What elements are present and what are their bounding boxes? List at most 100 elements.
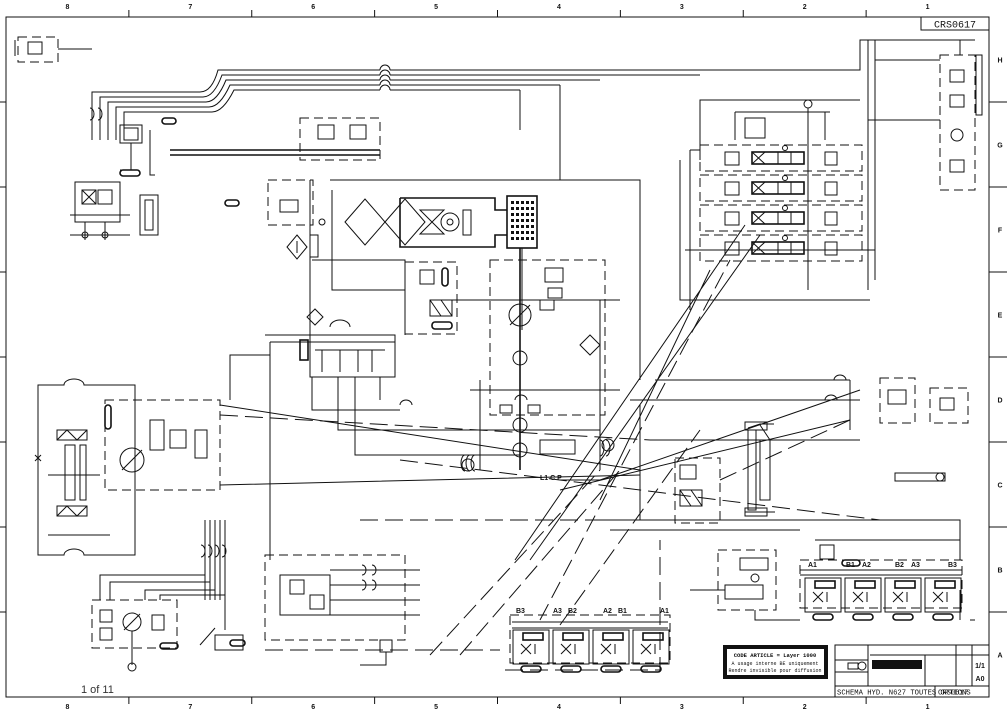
valve-section — [699, 174, 863, 202]
display-segment — [511, 225, 514, 228]
drawing-number-box: CRS0617 — [920, 16, 990, 32]
solenoid-label-box — [522, 632, 544, 641]
gauge-port — [782, 235, 788, 241]
column-label: 3 — [680, 4, 684, 11]
valve-section — [512, 629, 550, 665]
connector-tag — [892, 613, 914, 621]
valve-section — [699, 144, 863, 172]
solenoid-label-box — [934, 580, 956, 589]
display-segment — [526, 201, 529, 204]
display-segment — [521, 237, 524, 240]
display-segment — [511, 231, 514, 234]
valve-spool — [560, 643, 576, 655]
connector-tag — [812, 613, 834, 621]
row-label: D — [997, 398, 1002, 405]
check-valve — [724, 181, 740, 196]
column-label: 7 — [188, 704, 192, 711]
title-block: SCHEMA HYD. N627 TOUTES OPTIONS CRS0617 … — [834, 644, 990, 698]
crossing-hoses — [360, 224, 881, 656]
connector-tag — [852, 613, 874, 621]
title-block-title: SCHEMA HYD. N627 TOUTES OPTIONS — [837, 690, 971, 698]
display-segment — [516, 231, 519, 234]
display-segment — [526, 231, 529, 234]
display-segment — [516, 213, 519, 216]
winch-assembly — [34, 354, 651, 556]
solenoid-label-box — [562, 632, 584, 641]
column-label: 6 — [311, 704, 315, 711]
display-segment — [521, 201, 524, 204]
column-label: 1 — [926, 4, 930, 11]
column-label: 1 — [926, 704, 930, 711]
display-segment — [526, 213, 529, 216]
drawing-number: CRS0617 — [934, 21, 976, 32]
valve-spool — [520, 643, 536, 655]
connector-tag — [560, 665, 582, 673]
connector-tag — [520, 665, 542, 673]
valve-spool — [751, 241, 792, 255]
code-article-line1: CODE ARTICLE = Layer 1000 — [734, 652, 817, 659]
valve-section — [844, 577, 882, 613]
connector-tag — [640, 665, 662, 673]
display-segment — [526, 237, 529, 240]
bottom-centre-valves — [264, 540, 661, 671]
cooler-assembly — [309, 179, 640, 345]
row-label: F — [998, 228, 1003, 235]
valve-section — [632, 629, 670, 665]
display-segment — [511, 201, 514, 204]
row-label: C — [997, 483, 1002, 490]
valve-spool — [892, 591, 908, 603]
title-block-number: CRS0617 — [938, 690, 968, 698]
display-segment — [521, 207, 524, 210]
port-label: B2 — [895, 562, 904, 569]
valve-spool — [640, 643, 656, 655]
port-label: A1 — [660, 608, 669, 615]
relief-valve-block — [404, 261, 458, 335]
selector-valve — [690, 549, 800, 621]
display-segment — [516, 237, 519, 240]
solenoid-label-box — [854, 580, 876, 589]
valve-bank-top-right — [679, 99, 875, 310]
relief-valve — [824, 241, 838, 256]
port-label: A3 — [553, 608, 562, 615]
valve-section — [884, 577, 922, 613]
gauge-port — [782, 205, 788, 211]
display-segment — [516, 201, 519, 204]
display-segment — [531, 225, 534, 228]
display-segment — [511, 219, 514, 222]
column-label: 4 — [557, 704, 561, 711]
port-label: A2 — [862, 562, 871, 569]
display-segment — [521, 219, 524, 222]
drawing-frame — [0, 10, 1007, 704]
valve-spool — [751, 151, 792, 165]
valve-spool — [852, 591, 868, 603]
valve-section — [699, 234, 863, 262]
display-segment — [531, 219, 534, 222]
gauge-port — [782, 175, 788, 181]
oil-tank — [265, 308, 600, 560]
port-label: B2 — [568, 608, 577, 615]
code-article-line2: A usage interne BE uniquement — [731, 661, 818, 667]
title-block-format: A0 — [976, 676, 985, 683]
pipe — [679, 149, 875, 310]
column-label: 5 — [434, 4, 438, 11]
top-pipe-bundle — [89, 39, 975, 380]
pump-group: L1 C P — [450, 248, 620, 482]
title-block-sheet: 1/1 — [975, 663, 985, 670]
display-segment — [516, 225, 519, 228]
display-segment — [511, 237, 514, 240]
display-segment — [531, 213, 534, 216]
solenoid-label-box — [642, 632, 664, 641]
display-segment — [511, 207, 514, 210]
column-label: 3 — [680, 704, 684, 711]
check-valve — [724, 211, 740, 226]
port-label: A1 — [808, 562, 817, 569]
middle-right-components — [399, 374, 969, 540]
valve-spool — [751, 181, 792, 195]
valve-bank-bottom-right — [799, 539, 975, 621]
display-segment — [521, 231, 524, 234]
page-indicator: 1 of 11 — [81, 684, 114, 696]
